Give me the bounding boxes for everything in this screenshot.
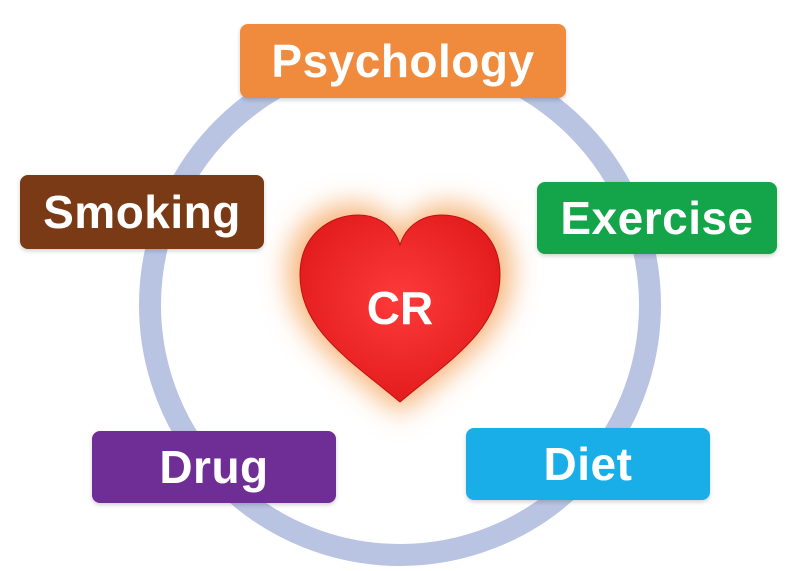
node-label-diet: Diet (543, 438, 633, 490)
center-label-text: CR (366, 282, 434, 334)
node-label-drug: Drug (159, 441, 269, 493)
node-smoking: Smoking (20, 175, 264, 249)
node-label-smoking: Smoking (43, 186, 241, 238)
heart-icon (299, 214, 501, 403)
node-exercise: Exercise (537, 182, 777, 254)
node-psychology: Psychology (240, 24, 566, 98)
node-drug: Drug (92, 431, 336, 503)
node-label-psychology: Psychology (271, 35, 535, 87)
node-label-exercise: Exercise (560, 192, 754, 244)
node-diet: Diet (466, 428, 710, 500)
center-label: CR (325, 268, 475, 348)
